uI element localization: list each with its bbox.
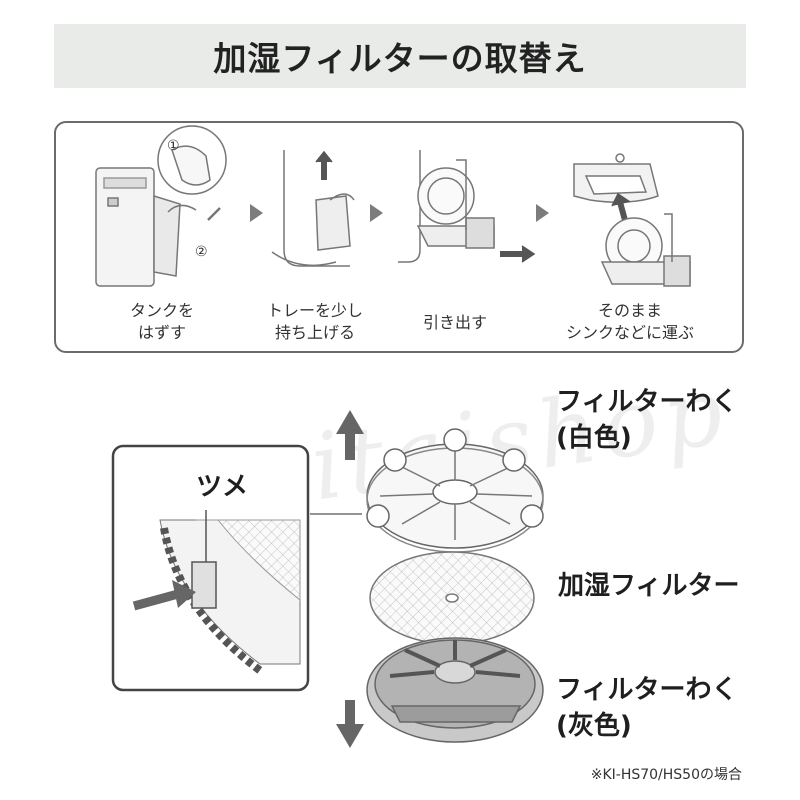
step-arrow-3 bbox=[536, 204, 549, 222]
frame-gray-part bbox=[366, 637, 544, 743]
tab-detail-inset bbox=[111, 444, 310, 692]
step4-illustration bbox=[573, 153, 691, 287]
page-title: 加湿フィルターの取替え bbox=[213, 39, 587, 78]
step-caption-1: タンクを はずす bbox=[129, 301, 194, 342]
step-marker-1: ① bbox=[167, 138, 180, 154]
humidifier-filter-part bbox=[369, 551, 535, 645]
step-caption-3: 引き出す bbox=[422, 313, 487, 332]
tab-label: ツメ bbox=[196, 472, 249, 502]
title-banner: 加湿フィルターの取替え bbox=[54, 24, 746, 88]
step3-illustration bbox=[398, 150, 536, 263]
frame-white-part bbox=[366, 428, 544, 553]
step-marker-2: ② bbox=[195, 244, 208, 260]
step-arrow-1 bbox=[250, 204, 263, 222]
step2-illustration bbox=[271, 150, 355, 267]
step-arrow-2 bbox=[370, 204, 383, 222]
label-frame-gray: フィルターわく (灰色) bbox=[556, 675, 738, 741]
down-arrow-icon bbox=[336, 700, 364, 748]
label-frame-white: フィルターわく (白色) bbox=[556, 387, 738, 453]
steps-panel bbox=[54, 121, 744, 353]
label-humidifier-filter: 加湿フィルター bbox=[558, 571, 740, 601]
step-caption-4: そのまま シンクなどに運ぶ bbox=[565, 301, 694, 342]
step1-illustration bbox=[95, 125, 227, 287]
step-caption-2: トレーを少し 持ち上げる bbox=[266, 301, 363, 342]
up-arrow-icon bbox=[336, 410, 364, 460]
model-note: ※KI-HS70/HS50の場合 bbox=[590, 767, 742, 783]
